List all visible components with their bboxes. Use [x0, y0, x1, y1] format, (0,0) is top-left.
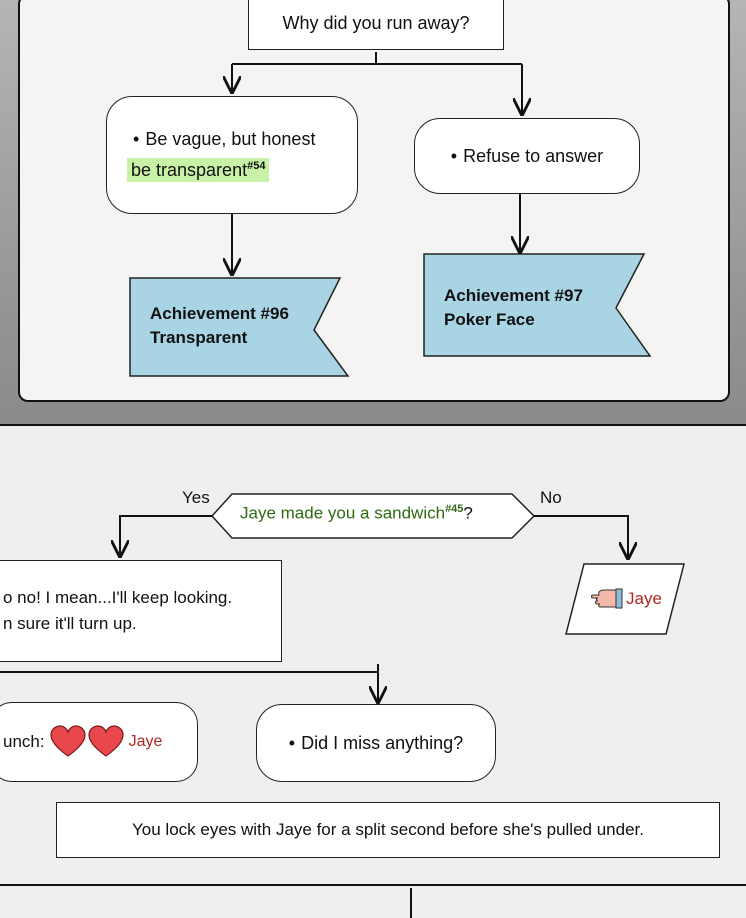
- achievement-left-name: Transparent: [150, 328, 248, 347]
- achievement-right: Achievement #97 Poker Face: [444, 284, 583, 332]
- dialogue-line-2: n sure it'll turn up.: [3, 614, 137, 633]
- dialogue-line-1: o no! I mean...I'll keep looking.: [3, 588, 233, 607]
- achievement-banner-right: [423, 253, 652, 357]
- disapproval-parallelogram: [565, 563, 685, 635]
- choice-right-label: Refuse to answer: [451, 146, 603, 167]
- no-label: No: [540, 488, 562, 507]
- achievement-banner-left: [129, 277, 350, 377]
- lunch-box[interactable]: unch: Jaye: [0, 702, 198, 782]
- condition-text: Jaye made you a sandwich#45?: [240, 503, 473, 523]
- achievement-right-name: Poker Face: [444, 310, 535, 329]
- heart-icon: [49, 725, 86, 757]
- panel-split-line: [410, 888, 412, 918]
- heart-icon: [87, 725, 124, 757]
- choice-vague-honest[interactable]: Be vague, but honest be transparent#54: [106, 96, 358, 214]
- choice-left-label: Be vague, but honest: [133, 129, 315, 150]
- choice-refuse-answer[interactable]: Refuse to answer: [414, 118, 640, 194]
- disapproval-indicator: Jaye: [590, 586, 662, 612]
- panel-divider-bottom: [0, 884, 746, 886]
- achievement-left: Achievement #96 Transparent: [150, 302, 289, 350]
- lunch-prefix: unch:: [3, 732, 45, 751]
- outcome-box: You lock eyes with Jaye for a split seco…: [56, 802, 720, 858]
- choice-did-i-miss[interactable]: Did I miss anything?: [256, 704, 496, 782]
- question-box: Why did you run away?: [248, 0, 504, 50]
- thumbs-down-icon: [591, 588, 623, 609]
- outcome-text: You lock eyes with Jaye for a split seco…: [132, 820, 644, 839]
- highlight-text: be transparent#54: [127, 158, 270, 182]
- achievement-left-title: Achievement #96: [150, 304, 289, 323]
- question-text: Why did you run away?: [282, 12, 470, 33]
- bottom-connectors: [0, 515, 628, 702]
- dialogue-box: o no! I mean...I'll keep looking. n sure…: [0, 560, 282, 662]
- achievement-right-title: Achievement #97: [444, 286, 583, 305]
- yes-label: Yes: [182, 488, 210, 507]
- disapproval-name: Jaye: [626, 589, 662, 608]
- lunch-name: Jaye: [128, 733, 163, 750]
- highlight-tag: be transparent#54: [127, 158, 270, 182]
- top-connectors: [232, 52, 522, 274]
- highlight-ref: #54: [247, 160, 266, 172]
- choice-missed-label: Did I miss anything?: [289, 733, 463, 754]
- condition-ref: #45: [445, 503, 464, 515]
- panel-divider-top: [0, 424, 746, 426]
